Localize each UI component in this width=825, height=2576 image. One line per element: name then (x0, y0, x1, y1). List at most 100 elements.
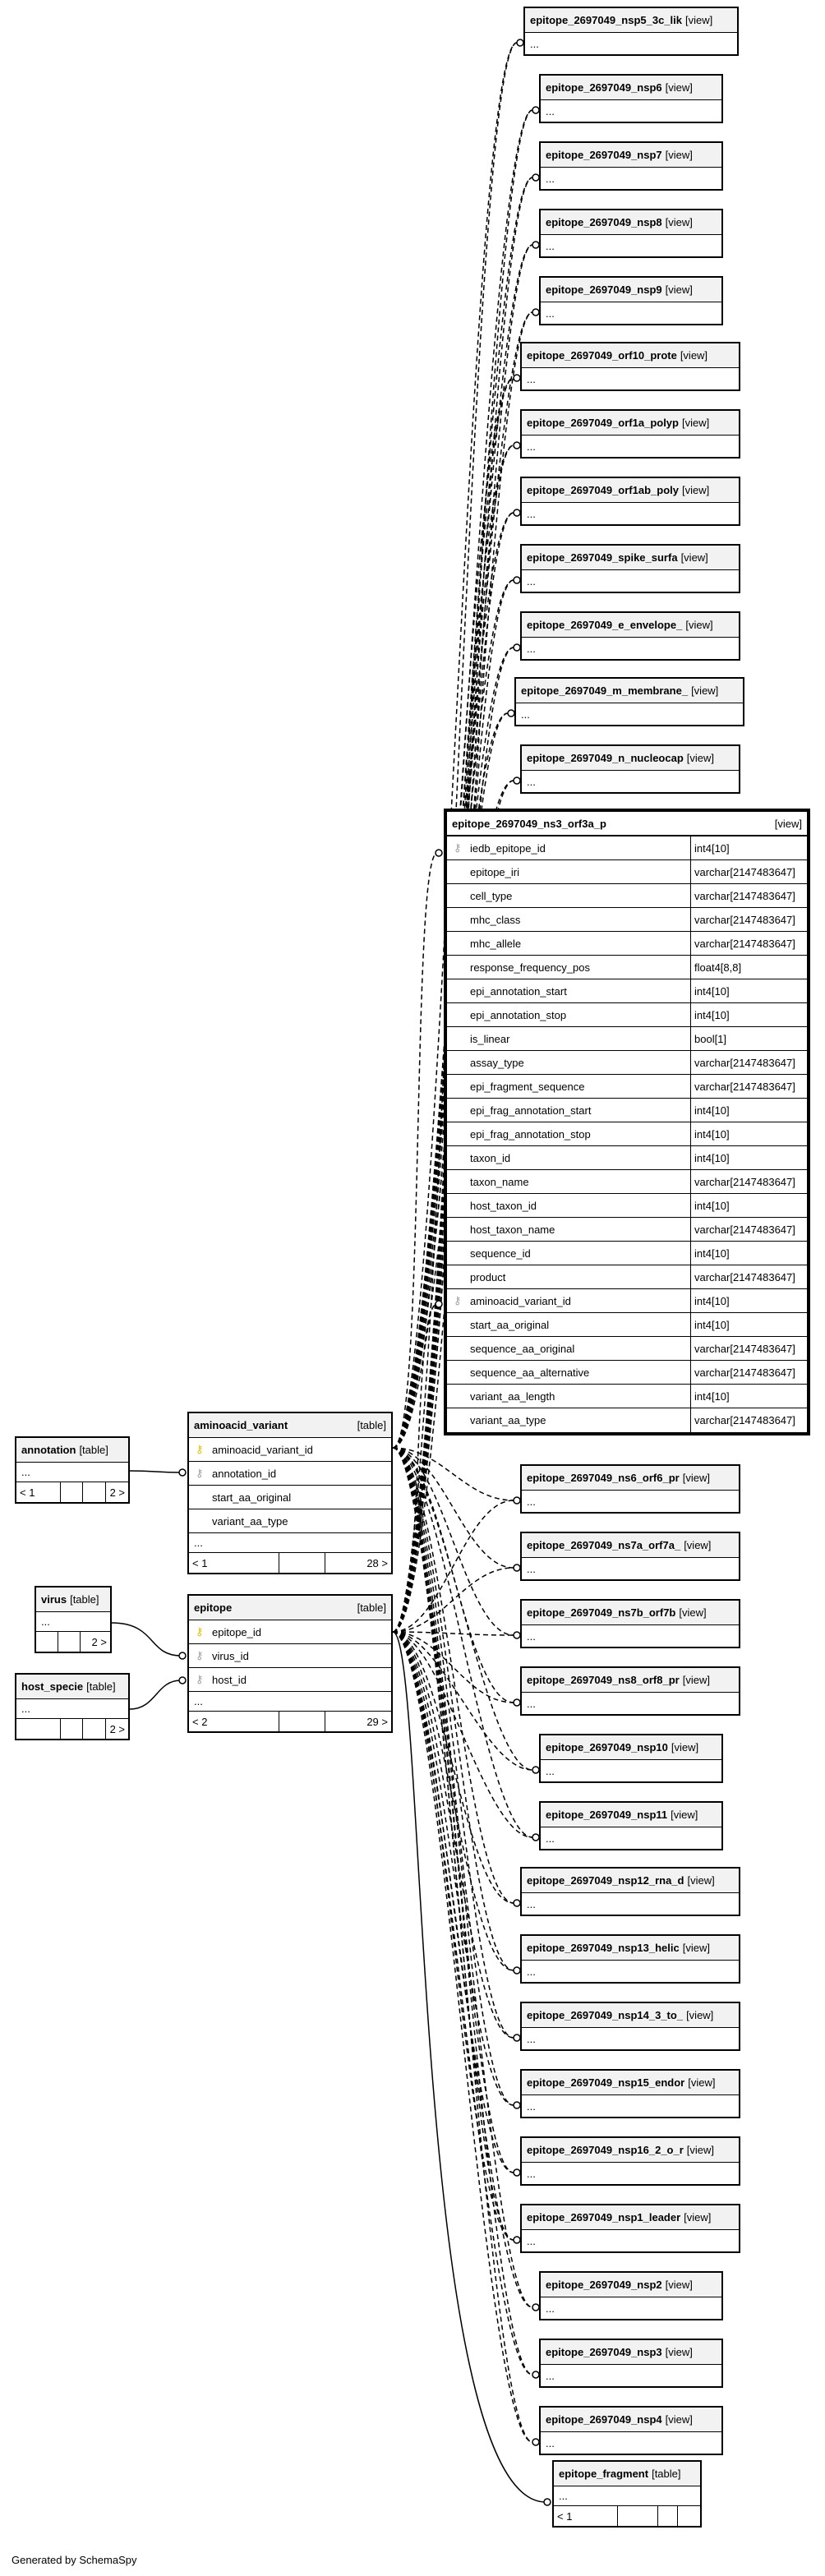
view-epitope_2697049_nsp2[interactable]: epitope_2697049_nsp2[view]... (539, 2271, 723, 2320)
view-epitope_2697049_nsp13_helic[interactable]: epitope_2697049_nsp13_helic[view]... (520, 1934, 740, 1984)
epitope-table[interactable]: epitope[table]⚷epitope_id⚷virus_id⚷host_… (187, 1594, 393, 1733)
focus-view-name[interactable]: epitope_2697049_ns3_orf3a_p (452, 817, 606, 830)
view-header[interactable]: epitope_2697049_nsp11[view] (541, 1803, 721, 1827)
view-epitope_2697049_nsp15_endor[interactable]: epitope_2697049_nsp15_endor[view]... (520, 2069, 740, 2118)
virus-table[interactable]: virus[table]...2 > (35, 1586, 112, 1653)
virus-table-name[interactable]: virus (41, 1593, 67, 1606)
view-header[interactable]: epitope_2697049_orf1ab_poly[view] (522, 478, 739, 503)
host-specie-table[interactable]: host_specie[table]...2 > (15, 1673, 130, 1740)
view-name[interactable]: epitope_2697049_nsp7 (546, 149, 662, 161)
view-epitope_2697049_m_membrane_[interactable]: epitope_2697049_m_membrane_[view]... (514, 677, 744, 726)
view-epitope_2697049_n_nucleocap[interactable]: epitope_2697049_n_nucleocap[view]... (520, 744, 740, 794)
view-name[interactable]: epitope_2697049_orf1ab_poly (527, 484, 679, 496)
view-epitope_2697049_orf10_prote[interactable]: epitope_2697049_orf10_prote[view]... (520, 342, 740, 391)
column-row[interactable]: ⚷host_id (189, 1668, 391, 1692)
view-epitope_2697049_e_envelope_[interactable]: epitope_2697049_e_envelope_[view]... (520, 611, 740, 661)
view-epitope_2697049_nsp8[interactable]: epitope_2697049_nsp8[view]... (539, 209, 723, 258)
view-epitope_2697049_nsp12_rna_d[interactable]: epitope_2697049_nsp12_rna_d[view]... (520, 1867, 740, 1916)
view-name[interactable]: epitope_2697049_nsp14_3_to_ (527, 2009, 684, 2021)
view-header[interactable]: epitope_2697049_ns8_orf8_pr[view] (522, 1668, 739, 1693)
view-name[interactable]: epitope_2697049_nsp3 (546, 2346, 662, 2358)
view-epitope_2697049_nsp14_3_to_[interactable]: epitope_2697049_nsp14_3_to_[view]... (520, 2002, 740, 2051)
view-header[interactable]: epitope_2697049_nsp7[view] (541, 143, 721, 168)
view-epitope_2697049_nsp16_2_o_r[interactable]: epitope_2697049_nsp16_2_o_r[view]... (520, 2136, 740, 2186)
view-header[interactable]: epitope_2697049_e_envelope_[view] (522, 613, 739, 638)
view-header[interactable]: epitope_2697049_nsp13_helic[view] (522, 1936, 739, 1961)
view-epitope_2697049_nsp4[interactable]: epitope_2697049_nsp4[view]... (539, 2406, 723, 2455)
column-row[interactable]: start_aa_original (189, 1486, 391, 1509)
view-name[interactable]: epitope_2697049_nsp4 (546, 2413, 662, 2426)
host-specie-table-header[interactable]: host_specie[table] (16, 1675, 128, 1699)
view-name[interactable]: epitope_2697049_nsp6 (546, 81, 662, 94)
view-epitope_2697049_nsp9[interactable]: epitope_2697049_nsp9[view]... (539, 276, 723, 325)
view-header[interactable]: epitope_2697049_nsp12_rna_d[view] (522, 1869, 739, 1893)
aminoacid-variant-table[interactable]: aminoacid_variant[table]⚷aminoacid_varia… (187, 1412, 393, 1574)
view-name[interactable]: epitope_2697049_ns6_orf6_pr (527, 1472, 680, 1484)
view-epitope_2697049_nsp10[interactable]: epitope_2697049_nsp10[view]... (539, 1734, 723, 1783)
annotation-table-header[interactable]: annotation[table] (16, 1438, 128, 1463)
view-epitope_2697049_ns6_orf6_pr[interactable]: epitope_2697049_ns6_orf6_pr[view]... (520, 1464, 740, 1514)
view-header[interactable]: epitope_2697049_n_nucleocap[view] (522, 746, 739, 771)
host-specie-table-name[interactable]: host_specie (21, 1680, 84, 1693)
view-name[interactable]: epitope_2697049_nsp5_3c_lik (530, 14, 683, 26)
column-row[interactable]: ⚷aminoacid_variant_id (189, 1438, 391, 1462)
aminoacid-variant-table-header[interactable]: aminoacid_variant[table] (189, 1413, 391, 1438)
view-header[interactable]: epitope_2697049_orf1a_polyp[view] (522, 411, 739, 435)
view-header[interactable]: epitope_2697049_nsp9[view] (541, 278, 721, 302)
view-header[interactable]: epitope_2697049_nsp5_3c_lik[view] (525, 8, 737, 33)
view-header[interactable]: epitope_2697049_nsp3[view] (541, 2340, 721, 2365)
view-epitope_2697049_spike_surfa[interactable]: epitope_2697049_spike_surfa[view]... (520, 544, 740, 593)
view-name[interactable]: epitope_2697049_nsp8 (546, 216, 662, 228)
view-name[interactable]: epitope_2697049_orf10_prote (527, 349, 677, 362)
focus-view-header[interactable]: epitope_2697049_ns3_orf3a_p[view] (447, 812, 807, 836)
view-header[interactable]: epitope_2697049_ns7a_orf7a_[view] (522, 1533, 739, 1558)
view-header[interactable]: epitope_2697049_nsp4[view] (541, 2408, 721, 2432)
column-row[interactable]: ⚷epitope_id (189, 1620, 391, 1644)
virus-table-header[interactable]: virus[table] (36, 1588, 110, 1612)
view-epitope_2697049_nsp7[interactable]: epitope_2697049_nsp7[view]... (539, 141, 723, 191)
column-row[interactable]: variant_aa_type (189, 1509, 391, 1533)
view-epitope_2697049_nsp3[interactable]: epitope_2697049_nsp3[view]... (539, 2339, 723, 2388)
view-header[interactable]: epitope_2697049_nsp8[view] (541, 210, 721, 235)
view-epitope_2697049_nsp1_leader[interactable]: epitope_2697049_nsp1_leader[view]... (520, 2204, 740, 2253)
view-name[interactable]: epitope_2697049_m_membrane_ (521, 684, 689, 697)
view-header[interactable]: epitope_2697049_nsp10[view] (541, 1735, 721, 1760)
view-header[interactable]: epitope_2697049_nsp16_2_o_r[view] (522, 2138, 739, 2163)
view-header[interactable]: epitope_2697049_m_membrane_[view] (516, 679, 743, 703)
epitope-table-header[interactable]: epitope[table] (189, 1596, 391, 1620)
view-header[interactable]: epitope_2697049_nsp1_leader[view] (522, 2205, 739, 2230)
view-header[interactable]: epitope_2697049_nsp6[view] (541, 76, 721, 100)
view-name[interactable]: epitope_2697049_ns7a_orf7a_ (527, 1539, 681, 1551)
view-header[interactable]: epitope_2697049_spike_surfa[view] (522, 546, 739, 570)
view-name[interactable]: epitope_2697049_nsp10 (546, 1741, 668, 1753)
view-name[interactable]: epitope_2697049_ns8_orf8_pr (527, 1674, 680, 1686)
view-name[interactable]: epitope_2697049_nsp13_helic (527, 1942, 680, 1954)
view-header[interactable]: epitope_2697049_nsp14_3_to_[view] (522, 2003, 739, 2028)
view-epitope_2697049_ns7b_orf7b[interactable]: epitope_2697049_ns7b_orf7b[view]... (520, 1599, 740, 1648)
view-name[interactable]: epitope_2697049_spike_surfa (527, 551, 678, 564)
epitope-fragment-table-name[interactable]: epitope_fragment (559, 2468, 649, 2480)
view-name[interactable]: epitope_2697049_nsp2 (546, 2279, 662, 2291)
view-epitope_2697049_orf1a_polyp[interactable]: epitope_2697049_orf1a_polyp[view]... (520, 409, 740, 459)
view-epitope_2697049_ns7a_orf7a_[interactable]: epitope_2697049_ns7a_orf7a_[view]... (520, 1532, 740, 1581)
view-name[interactable]: epitope_2697049_e_envelope_ (527, 619, 683, 631)
view-name[interactable]: epitope_2697049_nsp16_2_o_r (527, 2144, 684, 2156)
